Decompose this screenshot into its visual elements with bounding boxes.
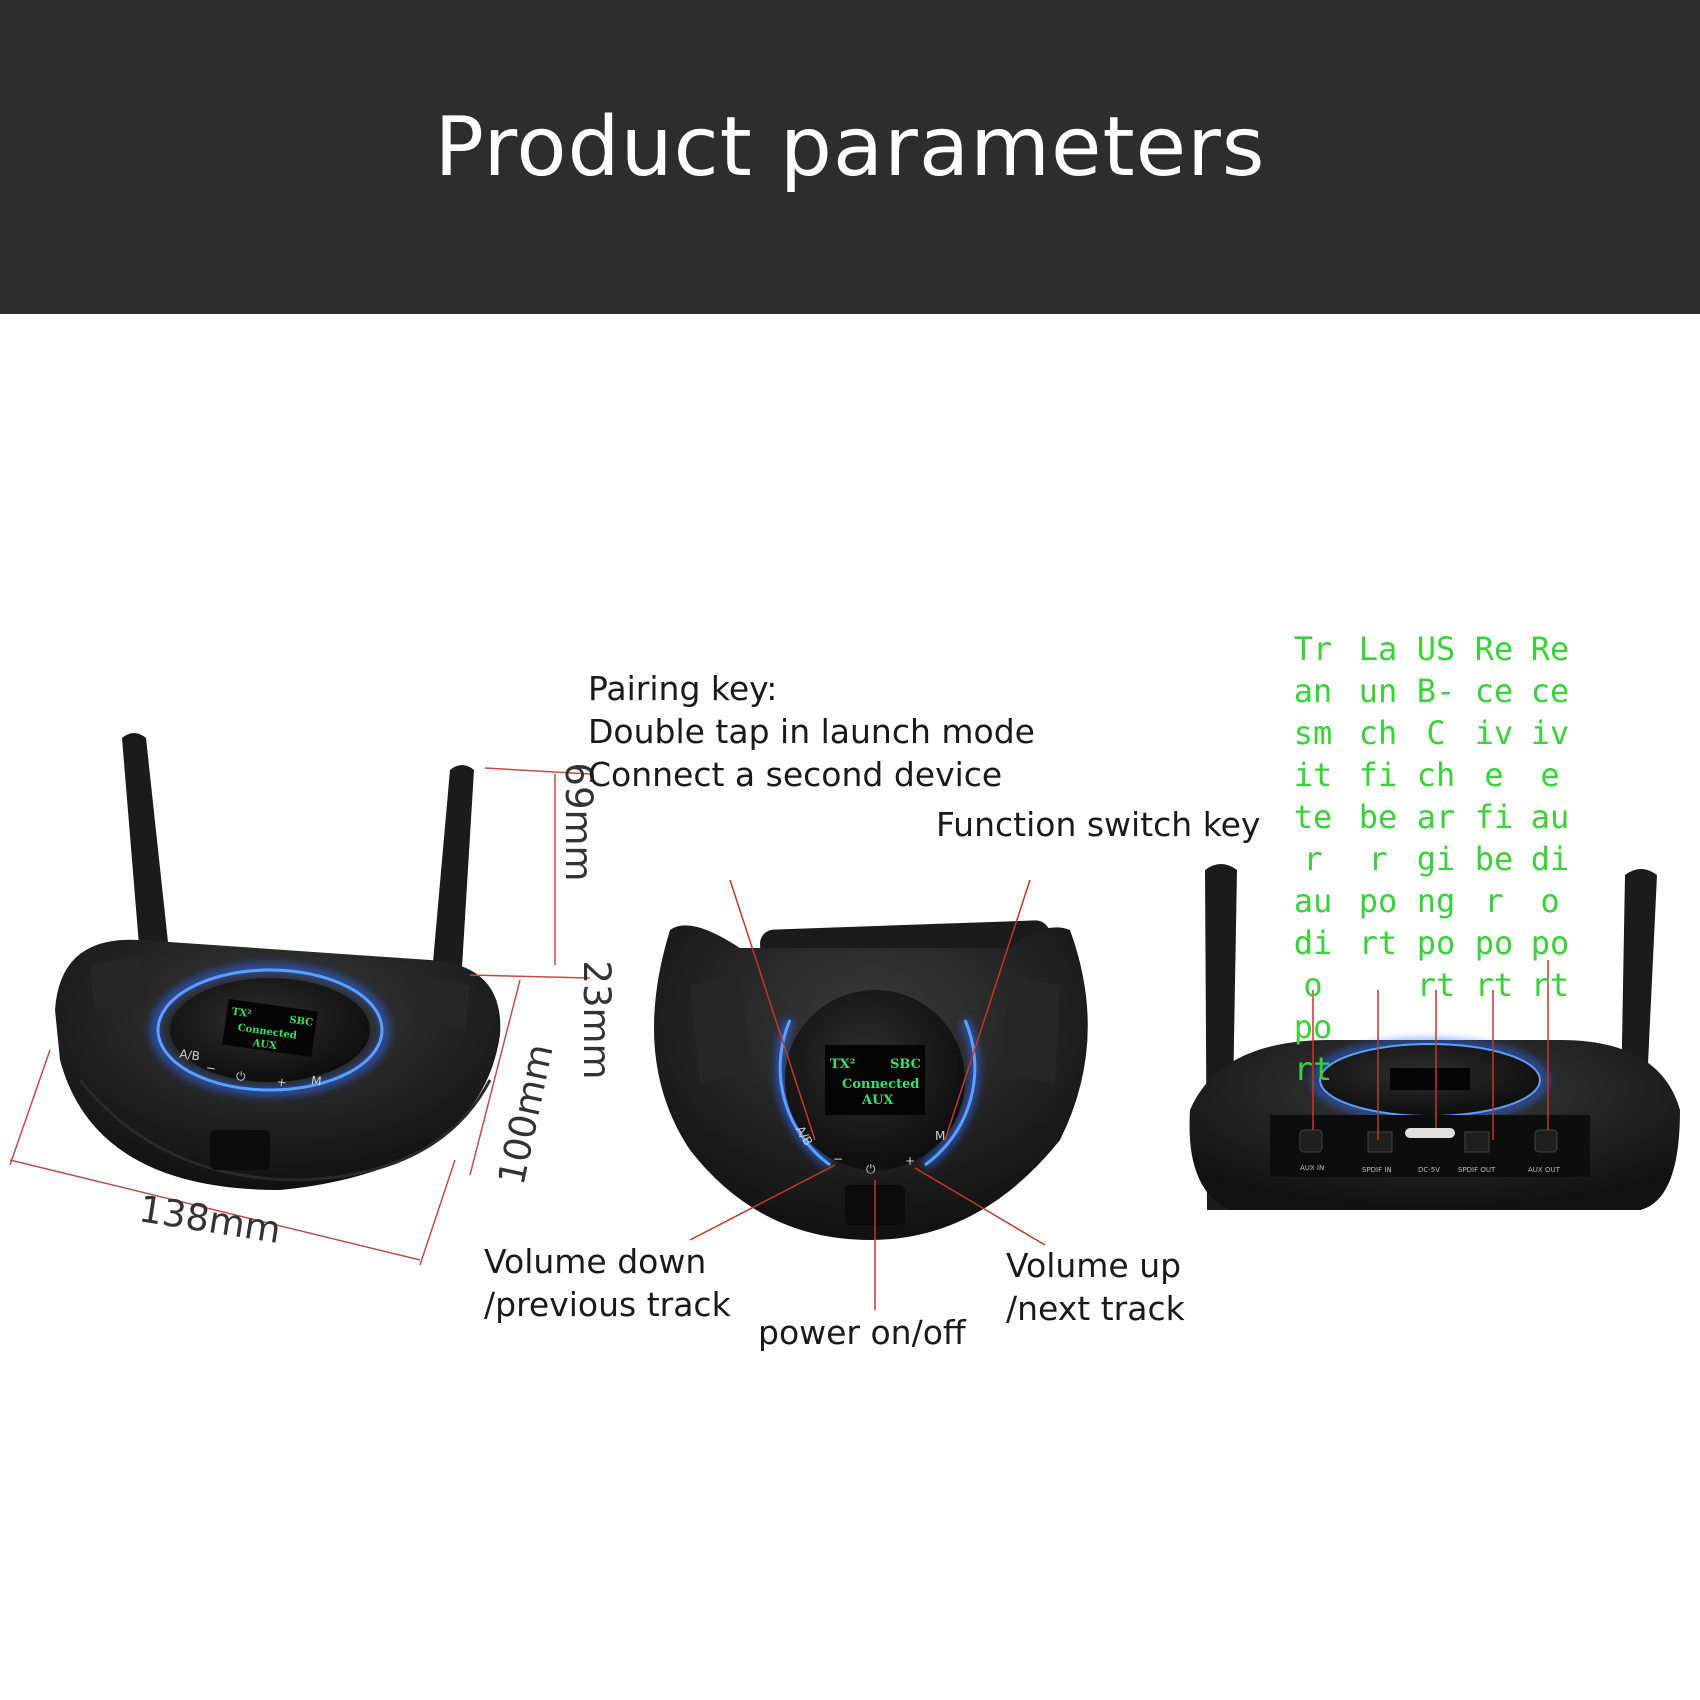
svg-text:⏻: ⏻ (235, 1069, 247, 1084)
port-label-receive-audio: Receive audio port (1530, 630, 1579, 1004)
port-label-receive-fiber: Receive fiber port (1474, 630, 1523, 1004)
device-top-view: TX² SBC Connected AUX A/B − ⏻ + M (654, 920, 1088, 1240)
svg-text:M: M (310, 1073, 322, 1088)
aux-in-port (1299, 1129, 1323, 1153)
annotation-labels: Pairing key: Double tap in launch mode C… (484, 669, 1260, 1352)
header-banner: Product parameters (0, 0, 1700, 314)
spdif-in-port (1367, 1131, 1393, 1153)
svg-text:A/B: A/B (179, 1047, 201, 1064)
dim-height-body: 23mm (575, 960, 618, 1079)
oled-screen (825, 1045, 925, 1115)
svg-text:TX²: TX² (231, 1007, 252, 1021)
leader-lines (689, 879, 1046, 1310)
svg-text:DC-5V: DC-5V (1418, 1166, 1440, 1174)
svg-text:AUX: AUX (251, 1038, 278, 1052)
volume-up-button[interactable]: + (905, 1154, 915, 1168)
port-leader-lines (1312, 960, 1549, 1140)
function-switch-label: Function switch key (936, 805, 1260, 844)
pairing-key-desc-1: Double tap in launch mode (588, 712, 1035, 751)
svg-text:−: − (205, 1061, 217, 1076)
spdif-out-port (1464, 1131, 1490, 1153)
device-rear-view: AUX IN SPDIF IN DC-5V SPDIF OUT AUX OUT (1189, 864, 1680, 1210)
volume-up-label-1: Volume up (1006, 1246, 1181, 1285)
dim-width: 138mm (136, 1187, 284, 1252)
svg-text:SBC: SBC (890, 1057, 921, 1072)
power-button[interactable]: ⏻ (866, 1162, 876, 1176)
left-antenna (122, 733, 174, 1006)
page-title: Product parameters (434, 99, 1266, 195)
svg-text:AUX: AUX (861, 1093, 894, 1108)
svg-text:AUX IN: AUX IN (1300, 1164, 1324, 1172)
pairing-key-desc-2: Connect a second device (588, 755, 1002, 794)
svg-text:Connected: Connected (842, 1077, 919, 1092)
oled-screen-angled (222, 998, 318, 1058)
port-label-launch-fiber: Launch fiber port (1358, 630, 1417, 962)
svg-text:SPDIF OUT: SPDIF OUT (1458, 1166, 1496, 1174)
mode-button[interactable]: M (935, 1129, 945, 1143)
dim-depth: 100mm (490, 1040, 562, 1189)
port-label-transmitter-audio: Transmitter audio port (1293, 630, 1342, 1088)
aux-out-port (1534, 1129, 1558, 1153)
power-label: power on/off (758, 1313, 967, 1352)
right-antenna (430, 765, 474, 1000)
svg-text:+: + (276, 1075, 288, 1090)
device-angled-view: TX² SBC Connected AUX A/B − ⏻ + M (55, 733, 501, 1190)
svg-text:AUX OUT: AUX OUT (1528, 1166, 1561, 1174)
port-label-usb-c: USB-C charging port (1416, 630, 1475, 1004)
volume-down-label-2: /previous track (484, 1285, 732, 1324)
usb-c-port (1405, 1128, 1455, 1138)
volume-down-button[interactable]: − (833, 1152, 843, 1166)
pairing-key-label: Pairing key: (588, 669, 777, 708)
dimension-lines (9, 767, 591, 1266)
svg-text:TX²: TX² (830, 1057, 855, 1072)
svg-text:SBC: SBC (289, 1015, 314, 1029)
dim-height-antenna: 69mm (557, 762, 600, 881)
svg-text:SPDIF IN: SPDIF IN (1362, 1166, 1392, 1174)
volume-down-label-1: Volume down (484, 1242, 706, 1281)
volume-up-label-2: /next track (1006, 1289, 1186, 1328)
